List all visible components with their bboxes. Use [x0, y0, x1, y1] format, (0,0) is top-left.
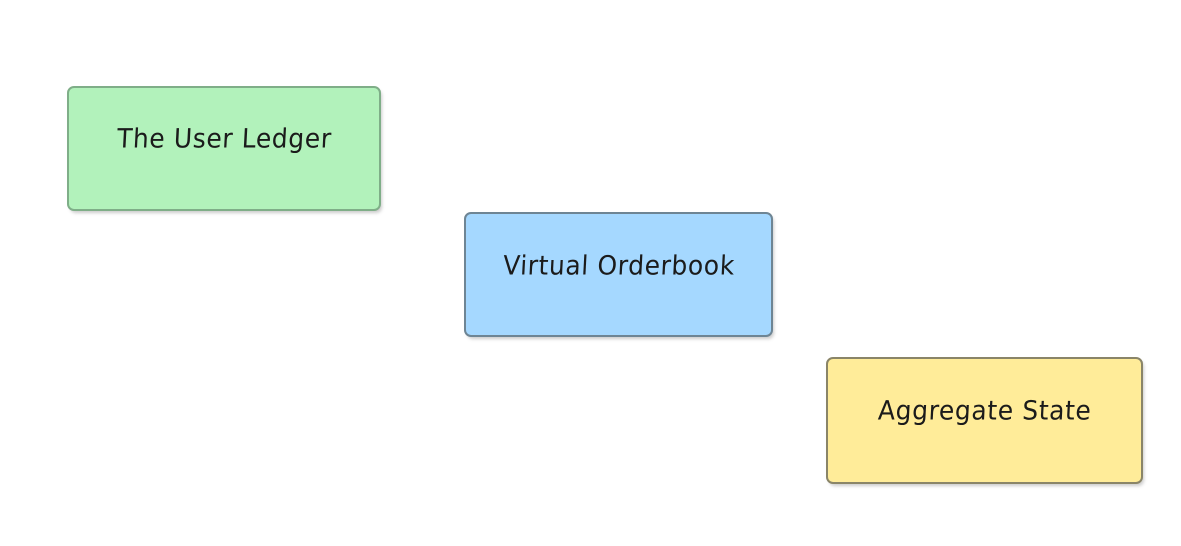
node-label-user-ledger: The User Ledger: [115, 123, 333, 154]
diagram-node-virtual-orderbook[interactable]: Virtual Orderbook: [464, 212, 773, 337]
node-label-aggregate-state: Aggregate State: [877, 395, 1093, 426]
diagram-node-user-ledger[interactable]: The User Ledger: [67, 86, 381, 211]
diagram-node-aggregate-state[interactable]: Aggregate State: [826, 357, 1143, 484]
node-label-virtual-orderbook: Virtual Orderbook: [501, 250, 736, 281]
